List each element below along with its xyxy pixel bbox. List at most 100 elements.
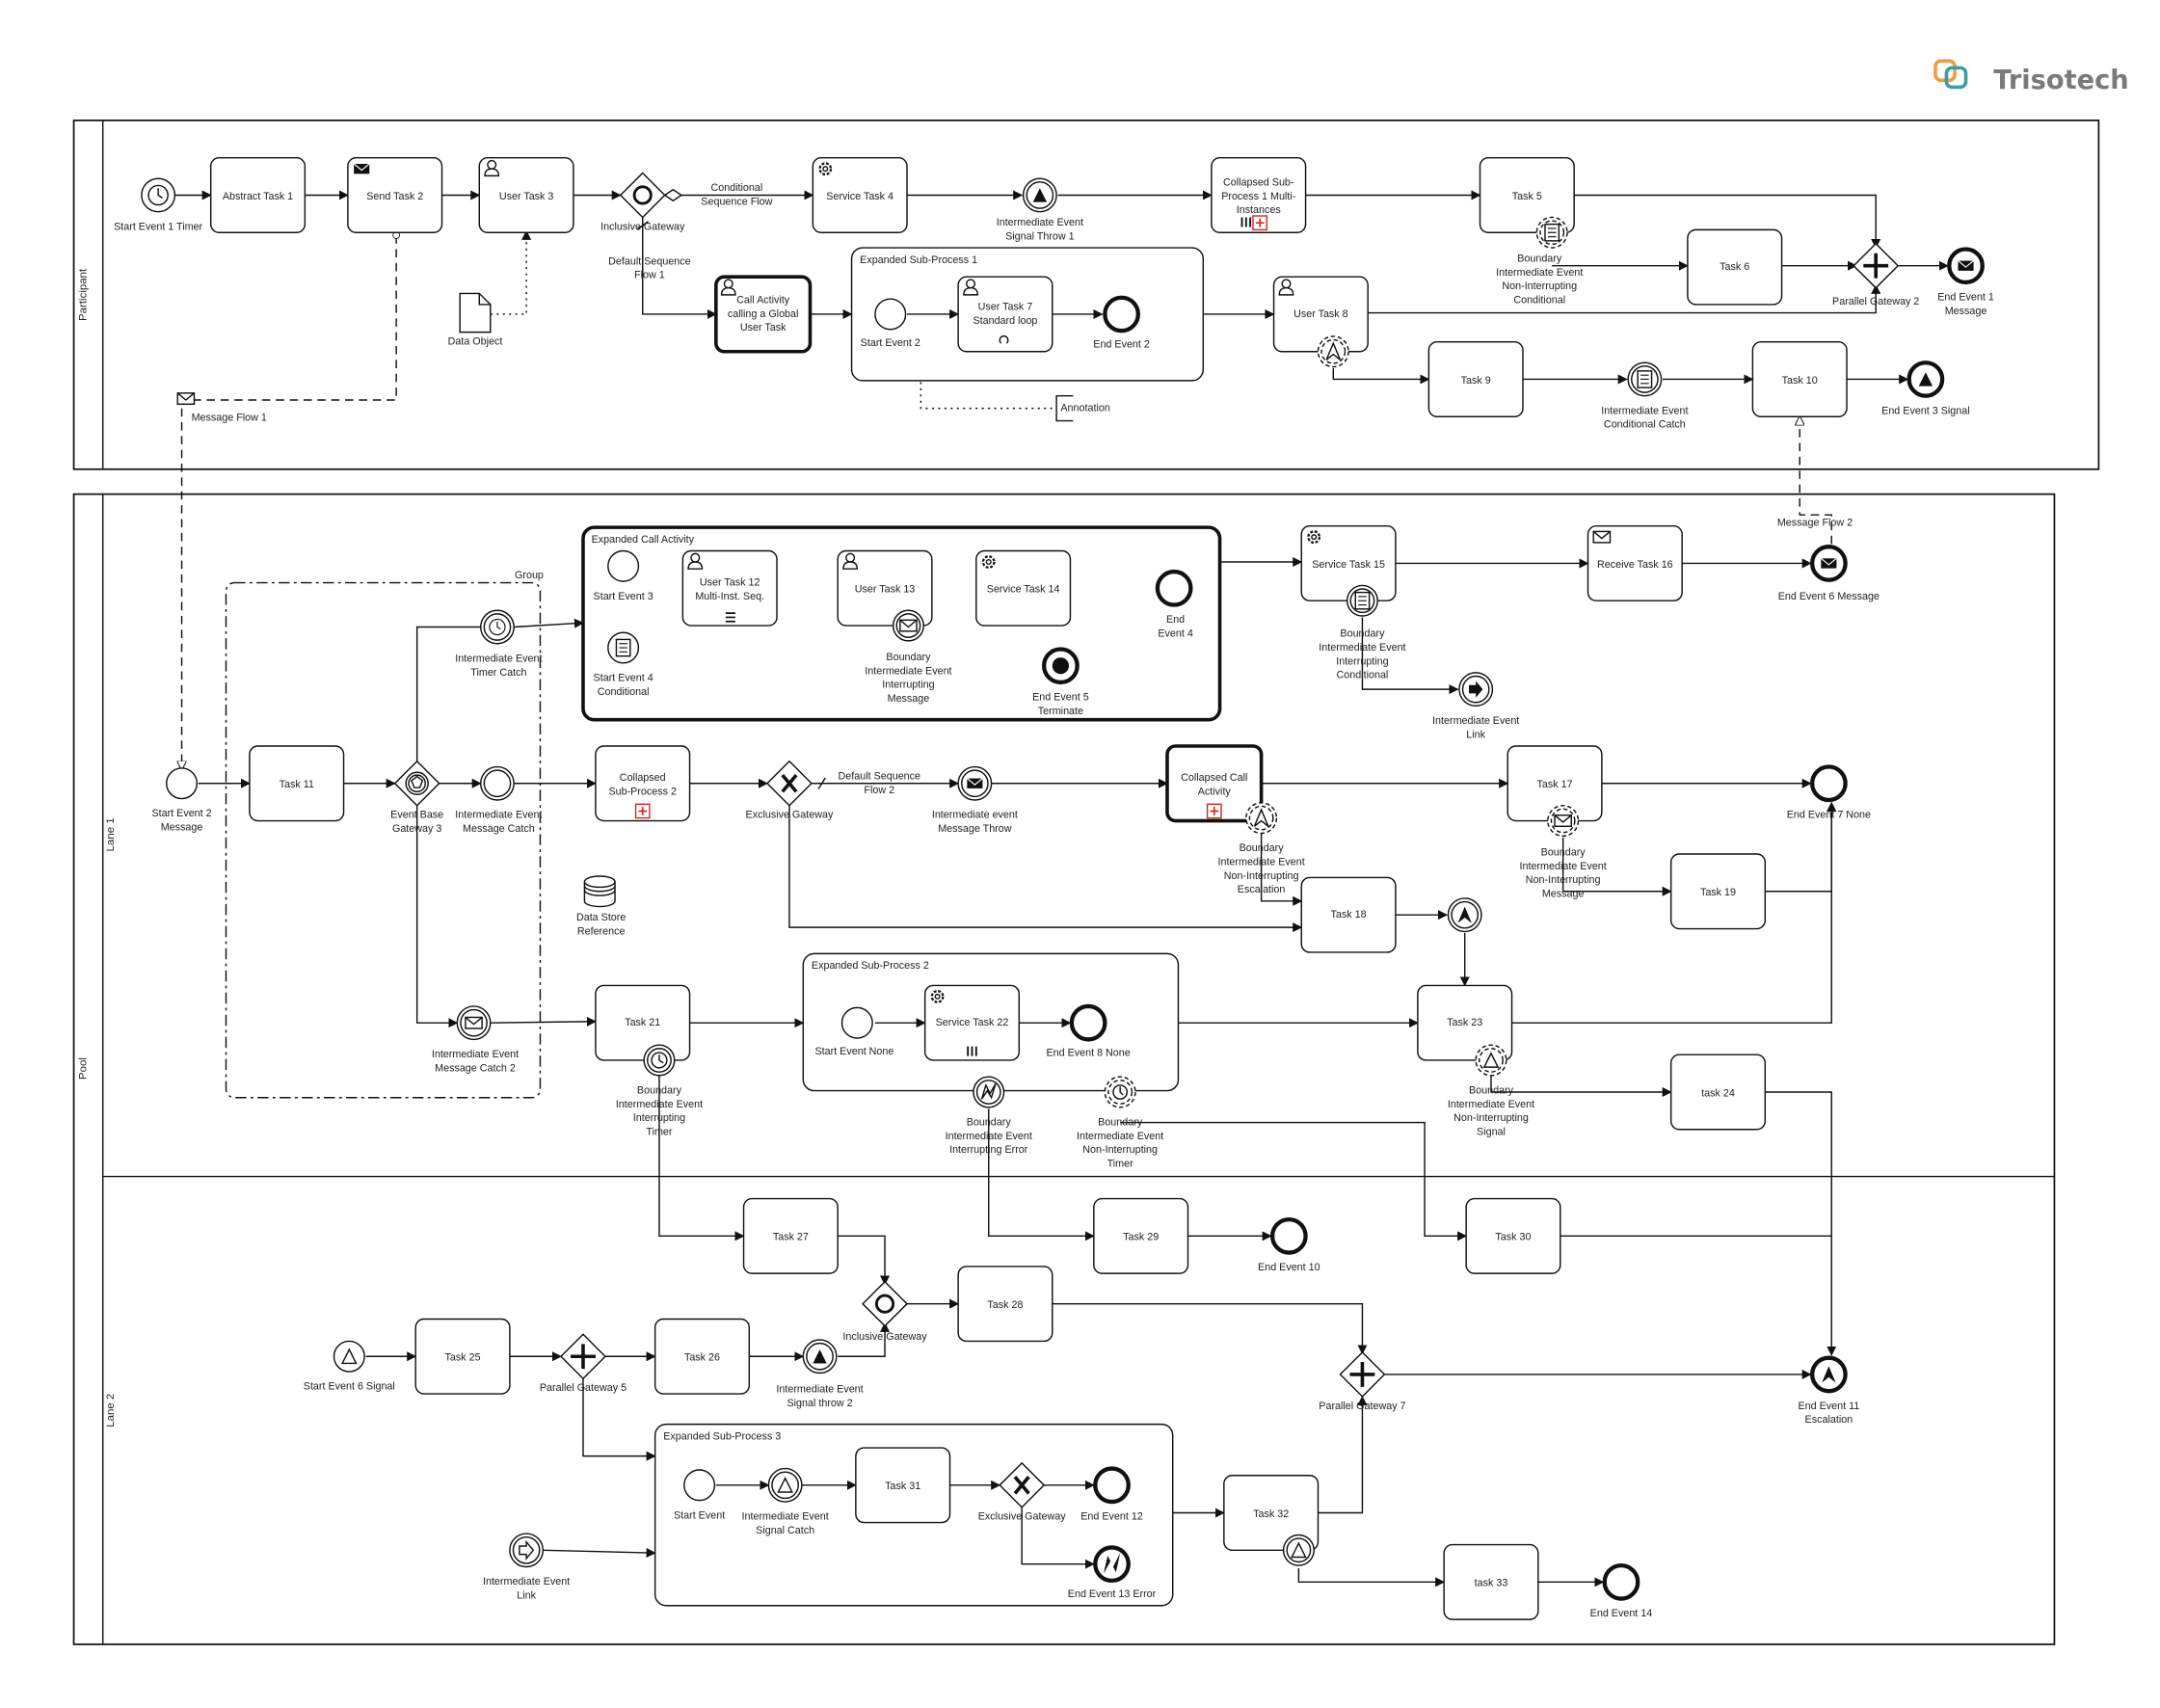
user-task-8[interactable]: User Task 8	[1272, 276, 1369, 353]
collapsed-sub-process-2[interactable]: Collapsed Sub-Process 2	[595, 745, 691, 822]
task-30[interactable]: Task 30	[1465, 1197, 1561, 1274]
data-object[interactable]: Data Object	[448, 292, 503, 348]
task-25[interactable]: Task 25	[414, 1318, 511, 1395]
svg-text:Expanded Sub-Process 1: Expanded Sub-Process 1	[860, 254, 977, 266]
exclusive-gateway[interactable]: Exclusive Gateway	[746, 760, 834, 821]
task-31[interactable]: Task 31	[855, 1447, 951, 1524]
end-event-2[interactable]: End Event 2	[1093, 295, 1150, 351]
intermediate-event-signal-throw-2[interactable]: Intermediate Event Signal throw 2	[776, 1339, 864, 1409]
end-event-1-message[interactable]: End Event 1 Message	[1937, 247, 1994, 317]
service-task-22[interactable]: Service Task 22	[923, 984, 1021, 1061]
expanded-sub-process-1[interactable]: Expanded Sub-Process 1	[850, 247, 1205, 382]
start-event-none[interactable]: Start Event None	[814, 1006, 893, 1057]
task-5[interactable]: Task 5	[1479, 156, 1575, 233]
receive-task-16[interactable]: Receive Task 16	[1587, 524, 1683, 601]
parallel-gateway-7[interactable]: Parallel Gateway 7	[1319, 1350, 1406, 1412]
end-event-7-none[interactable]: End Event 7 None	[1787, 764, 1871, 821]
annotation[interactable]: Annotation	[1060, 402, 1109, 414]
start-event-4-conditional[interactable]: Start Event 4 Conditional	[594, 631, 653, 698]
parallel-gateway-5[interactable]: Parallel Gateway 5	[540, 1333, 627, 1394]
expanded-sub-process-3[interactable]: Expanded Sub-Process 3	[653, 1423, 1174, 1607]
inclusive-gateway[interactable]: Inclusive Gateway	[600, 172, 685, 232]
task-28[interactable]: Task 28	[957, 1266, 1053, 1343]
end-event-12[interactable]: End Event 12	[1080, 1466, 1143, 1523]
start-event[interactable]: Start Event	[674, 1469, 725, 1521]
task-26[interactable]: Task 26	[653, 1318, 751, 1395]
svg-text:User Task: User Task	[740, 322, 787, 334]
task-19[interactable]: Task 19	[1669, 853, 1767, 930]
end-event-14[interactable]: End Event 14	[1590, 1562, 1653, 1619]
svg-text:User Task 7: User Task 7	[978, 302, 1033, 313]
user-task-12[interactable]: User Task 12 Multi-Inst. Seq.	[681, 549, 778, 627]
event-based-gateway-3[interactable]: Event Base Gateway 3	[390, 760, 443, 835]
start-event-1-timer[interactable]: Start Event 1 Timer	[114, 177, 203, 232]
start-event-6-signal[interactable]: Start Event 6 Signal	[304, 1340, 395, 1393]
intermediate-event-link-2[interactable]: Intermediate Event Link	[483, 1533, 570, 1602]
end-event-13-error[interactable]: End Event 13 Error	[1068, 1545, 1157, 1600]
task-18[interactable]: Task 18	[1300, 876, 1397, 953]
user-task-13[interactable]: User Task 13	[837, 549, 933, 627]
boundary-signal-task-32[interactable]	[1282, 1534, 1315, 1566]
svg-text:Task 26: Task 26	[684, 1352, 720, 1364]
gear-icon	[930, 990, 945, 1003]
boundary-non-interrupting-signal[interactable]: Boundary Intermediate Event Non-Interrup…	[1448, 1044, 1534, 1138]
intermediate-event-link[interactable]: Intermediate Event Link	[1432, 672, 1519, 740]
svg-text:End Event 11: End Event 11	[1798, 1401, 1859, 1412]
task-6[interactable]: Task 6	[1687, 228, 1783, 306]
intermediate-event-signal-throw-1[interactable]: Intermediate Event Signal Throw 1	[997, 177, 1083, 242]
boundary-non-interrupting-timer[interactable]: Boundary Intermediate Event Non-Interrup…	[1077, 1076, 1163, 1170]
parallel-gateway-2[interactable]: Parallel Gateway 2	[1832, 242, 1919, 307]
service-task-4[interactable]: Service Task 4	[812, 156, 908, 233]
user-task-3[interactable]: User Task 3	[478, 156, 574, 233]
user-task-7[interactable]: User Task 7 Standard loop	[957, 276, 1053, 353]
task-11[interactable]: Task 11	[249, 745, 345, 822]
intermediate-event-escalation-throw[interactable]	[1447, 897, 1482, 933]
abstract-task-1[interactable]: Abstract Task 1	[209, 156, 307, 233]
end-event-5-terminate[interactable]: End Event 5 Terminate	[1032, 647, 1089, 717]
boundary-interrupting-conditional[interactable]: Boundary Intermediate Event Interrupting…	[1319, 584, 1406, 681]
boundary-non-interrupting-escalation[interactable]: Boundary Intermediate Event Non-Interrup…	[1217, 802, 1305, 895]
intermediate-event-message-catch[interactable]: Intermediate Event Message Catch	[455, 765, 543, 835]
intermediate-event-message-catch-2[interactable]: Intermediate Event Message Catch 2	[432, 1005, 519, 1074]
message-icon	[1820, 557, 1838, 570]
intermediate-event-signal-catch[interactable]: Intermediate Event Signal Catch	[742, 1467, 829, 1536]
service-task-14[interactable]: Service Task 14	[975, 549, 1072, 627]
boundary-interrupting-error[interactable]: Boundary Intermediate Event Interrupting…	[946, 1076, 1032, 1156]
end-event-6-message[interactable]: End Event 6 Message	[1778, 545, 1880, 602]
end-event-3-signal[interactable]: End Event 3 Signal	[1881, 360, 1970, 416]
boundary-interrupting-message[interactable]: Boundary Intermediate Event Interrupting…	[865, 609, 952, 705]
task-23[interactable]: Task 23	[1417, 984, 1513, 1061]
inclusive-gateway-2[interactable]: Inclusive Gateway	[842, 1280, 927, 1343]
intermediate-event-message-throw[interactable]: Intermediate event Message Throw	[932, 765, 1018, 835]
start-event-3[interactable]: Start Event 3	[594, 549, 653, 602]
task-9[interactable]: Task 9	[1427, 340, 1524, 417]
gear-icon	[1307, 530, 1321, 545]
start-event-2-message[interactable]: Start Event 2 Message	[151, 767, 212, 834]
svg-text:Data Store: Data Store	[576, 912, 626, 923]
end-event-10[interactable]: End Event 10	[1258, 1216, 1320, 1273]
service-task-15[interactable]: Service Task 15	[1300, 524, 1397, 601]
task-32[interactable]: Task 32	[1223, 1475, 1320, 1552]
boundary-interrupting-timer[interactable]: Boundary Intermediate Event Interrupting…	[616, 1044, 703, 1138]
intermediate-event-timer-catch[interactable]: Intermediate Event Timer Catch	[455, 609, 543, 679]
start-event-2[interactable]: Start Event 2	[861, 298, 920, 349]
exclusive-gateway-2[interactable]: Exclusive Gateway	[978, 1461, 1066, 1523]
end-event-11-escalation[interactable]: End Event 11 Escalation	[1798, 1355, 1859, 1426]
boundary-escalation-user-task-8[interactable]	[1317, 335, 1349, 368]
boundary-non-interrupting-conditional[interactable]: Boundary Intermediate Event Non-Interrup…	[1496, 216, 1583, 306]
end-event-8-none[interactable]: End Event 8 None	[1046, 1003, 1131, 1059]
task-27[interactable]: Task 27	[742, 1197, 839, 1274]
intermediate-event-conditional-catch[interactable]: Intermediate Event Conditional Catch	[1601, 361, 1689, 431]
data-store-reference[interactable]: Data Store Reference	[576, 875, 626, 937]
task-29[interactable]: Task 29	[1093, 1197, 1189, 1274]
task-21[interactable]: Task 21	[595, 984, 691, 1061]
task-10[interactable]: Task 10	[1751, 340, 1848, 417]
task-24[interactable]: task 24	[1669, 1054, 1767, 1131]
collapsed-call-activity[interactable]: Collapsed Call Activity	[1165, 744, 1264, 823]
call-activity-global-user-task[interactable]: Call Activity calling a Global User Task	[714, 275, 813, 354]
end-event-4[interactable]: End Event 4	[1155, 569, 1193, 640]
boundary-non-interrupting-message[interactable]: Boundary Intermediate Event Non-Interrup…	[1520, 805, 1607, 900]
task-33[interactable]: task 33	[1443, 1543, 1539, 1620]
send-task-2[interactable]: Send Task 2	[347, 156, 443, 233]
collapsed-sub-process-1[interactable]: Collapsed Sub- Process 1 Multi- Instance…	[1211, 156, 1307, 233]
